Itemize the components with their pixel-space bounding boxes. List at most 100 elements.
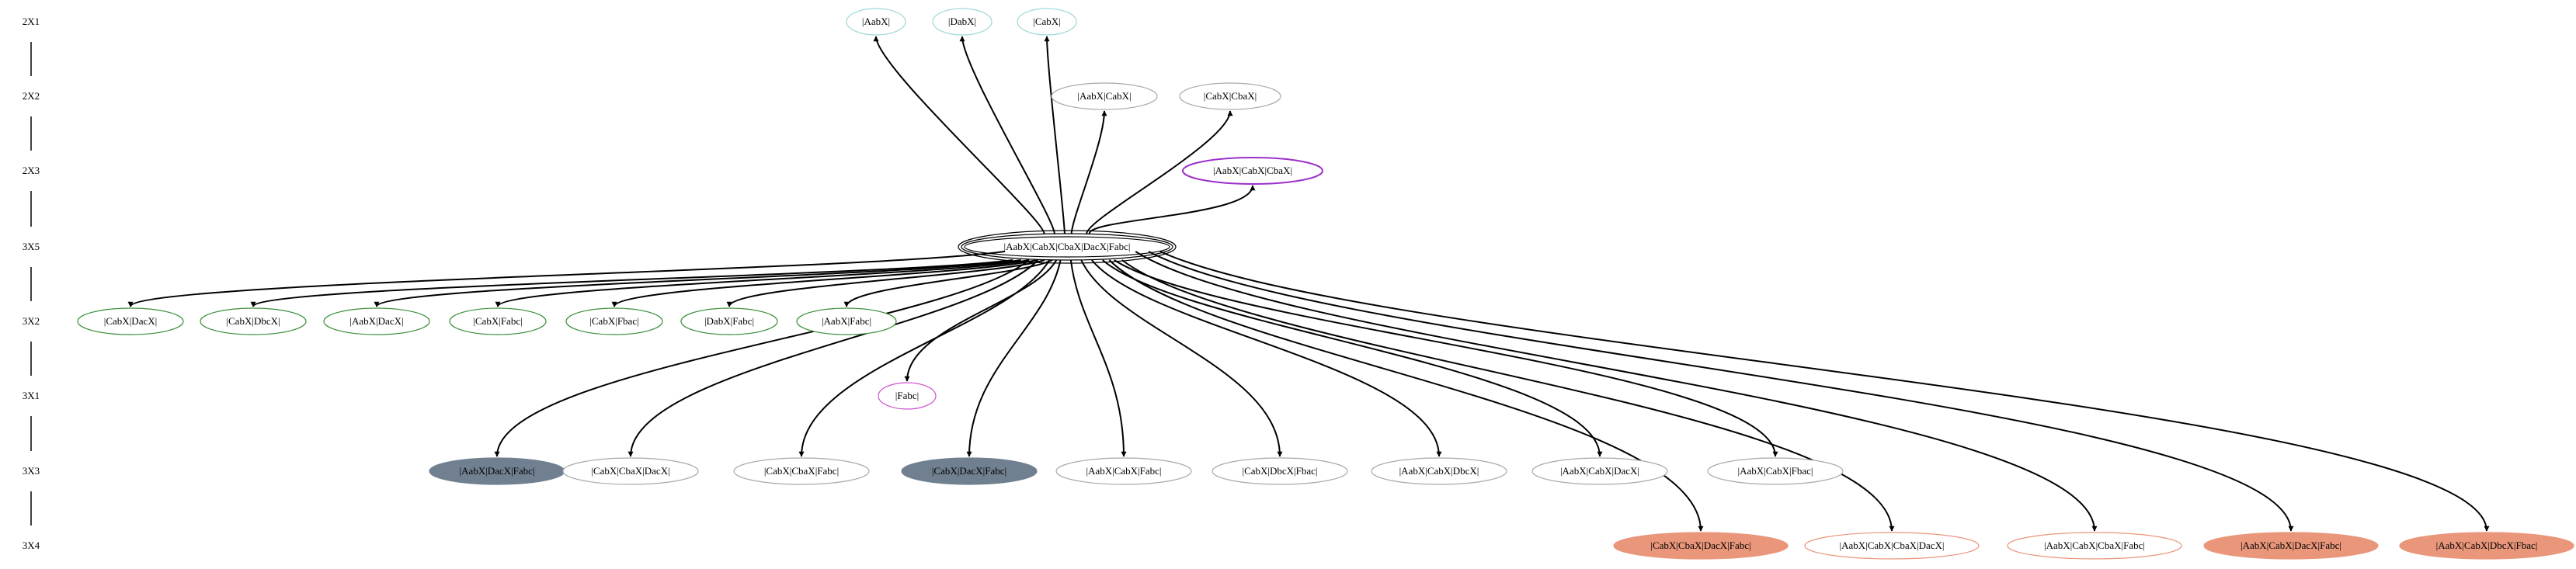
node-aabx-cabx[interactable]: |AabX|CabX| [1051,82,1158,110]
node-shape [1051,82,1158,110]
node-shape [958,230,1177,264]
node-cabx-cbax[interactable]: |CabX|CbaX| [1179,82,1281,110]
edge-arrow [1086,110,1233,234]
node-label: |AabX| [862,16,890,27]
edge-arrow [726,259,1045,307]
edge-arrow [1080,259,1283,457]
edge-arrow [1070,110,1107,234]
node-shape [2203,532,2379,560]
edge-arrow [1044,36,1066,234]
edge-arrow [127,251,1005,307]
node-label: |AabX|CabX|CbaX|DacX|Fabc| [1004,241,1131,252]
edge-arrow [1108,259,1704,532]
node-label: |AabX|DacX|Fabc| [459,465,534,477]
node-label: |DabX| [948,16,976,27]
node-label: |CabX|DbcX|Fbac| [1242,465,1317,477]
node-cabx[interactable]: |CabX| [1017,8,1077,36]
node-shape [1179,82,1281,110]
edge-arrow [495,259,1030,307]
node-shape [1613,532,1789,560]
rank-label: 2X2 [23,90,40,102]
node-label: |AabX|DacX| [349,315,403,327]
node-dabx[interactable]: |DabX| [932,8,993,36]
node-label: |AabX|CabX| [1077,90,1131,102]
rank-label: 3X4 [23,540,40,551]
node-aabx-cabx-dbcx-fbac[interactable]: |AabX|CabX|DbcX|Fbac| [2399,532,2574,560]
rank-label: 3X5 [23,241,40,252]
node-shape [565,307,663,335]
node-cabx-dacx-fabc[interactable]: |CabX|DacX|Fabc| [901,457,1038,485]
node-shape [733,457,870,485]
edge-arrow [873,36,1045,234]
node-label: |CabX|CbaX| [1204,90,1257,102]
node-shape [1017,8,1077,36]
rank-label: 3X1 [23,390,40,401]
node-label: |AabX|CabX|CbaX|DacX| [1839,540,1944,551]
node-aabx-cabx-dacx[interactable]: |AabX|CabX|DacX| [1531,457,1668,485]
edge-arrow [959,36,1055,234]
edge-arrow [1148,251,2294,532]
node-cabx-dbcx[interactable]: |CabX|DbcX| [200,307,307,335]
edge-arrow [1091,259,1442,457]
node-aabx-cabx-fbac[interactable]: |AabX|CabX|Fbac| [1707,457,1844,485]
node-aabx-cabx-dbcx[interactable]: |AabX|CabX|DbcX| [1371,457,1507,485]
node-label: |AabX|CabX|DacX| [1560,465,1639,477]
node-dabx-fabc[interactable]: |DabX|Fabc| [680,307,778,335]
node-cabx-dbcx-fbac[interactable]: |CabX|DbcX|Fbac| [1212,457,1348,485]
node-label: |AabX|CabX|DacX|Fabc| [2241,540,2341,551]
node-shape [846,8,906,36]
node-label: |CabX|Fabc| [473,315,522,327]
edge-arrow [1159,251,2490,532]
node-shape [878,382,937,410]
node-aabx-cabx-cbax-fabc[interactable]: |AabX|CabX|CbaX|Fabc| [2007,532,2182,560]
node-layer: |AabX| |DabX| |CabX| |AabX|CabX| |CabX|CbaX|… [77,8,2574,560]
node-aabx-dacx[interactable]: |AabX|DacX| [323,307,430,335]
edge-arrow [1102,259,1603,457]
node-cabx-fbac[interactable]: |CabX|Fbac| [565,307,663,335]
node-label: |AabX|CabX|DbcX| [1399,465,1479,477]
node-label: |CabX|DbcX| [226,315,280,327]
node-aabx[interactable]: |AabX| [846,8,906,36]
edge-arrow [627,259,1039,457]
node-aabx-cabx-cbax-dacx[interactable]: |AabX|CabX|CbaX|DacX| [1804,532,1980,560]
node-label: |AabX|CabX|CbaX| [1213,165,1292,176]
node-cabx-dacx[interactable]: |CabX|DacX| [77,307,184,335]
rank-label: 2X3 [23,165,40,176]
node-shape [964,236,1170,258]
edge-arrow [843,259,1053,307]
node-cabx-fabc[interactable]: |CabX|Fabc| [449,307,547,335]
edge-arrow [1121,259,1895,532]
node-shape [932,8,993,36]
node-shape [796,307,897,335]
node-label: |AabX|CabX|DbcX|Fbac| [2436,540,2538,551]
node-label: |CabX|CbaX|DacX|Fabc| [1650,540,1750,551]
node-label: |AabX|Fabc| [822,315,871,327]
node-shape [1182,157,1323,185]
node-shape [1055,457,1192,485]
node-label: |AabX|CabX|Fbac| [1737,465,1813,477]
edge-arrow [1135,251,2098,532]
node-aabx-cabx-cbax[interactable]: |AabX|CabX|CbaX| [1182,157,1323,185]
node-aabx-cabx-fabc[interactable]: |AabX|CabX|Fabc| [1055,457,1192,485]
node-root[interactable]: |AabX|CabX|CbaX|DacX|Fabc| [958,230,1177,264]
node-label: |CabX|CbaX|DacX| [591,465,669,477]
node-shape [449,307,547,335]
node-shape [961,233,1173,261]
node-aabx-dacx-fabc[interactable]: |AabX|DacX|Fabc| [429,457,565,485]
node-fabc[interactable]: |Fabc| [878,382,937,410]
node-aabx-cabx-dacx-fabc[interactable]: |AabX|CabX|DacX|Fabc| [2203,532,2379,560]
node-label: |AabX|CabX|CbaX|Fabc| [2044,540,2145,551]
node-label: |Fabc| [895,390,919,401]
node-label: |CabX|Fbac| [589,315,638,327]
node-shape [200,307,307,335]
node-shape [901,457,1038,485]
rank-label: 3X3 [23,465,40,477]
node-aabx-fabc[interactable]: |AabX|Fabc| [796,307,897,335]
node-shape [1371,457,1507,485]
node-cabx-cbax-dacx-fabc[interactable]: |CabX|CbaX|DacX|Fabc| [1613,532,1789,560]
node-cabx-cbax-dacx[interactable]: |CabX|CbaX|DacX| [562,457,699,485]
node-cabx-cbax-fabc[interactable]: |CabX|CbaX|Fabc| [733,457,870,485]
node-shape [562,457,699,485]
